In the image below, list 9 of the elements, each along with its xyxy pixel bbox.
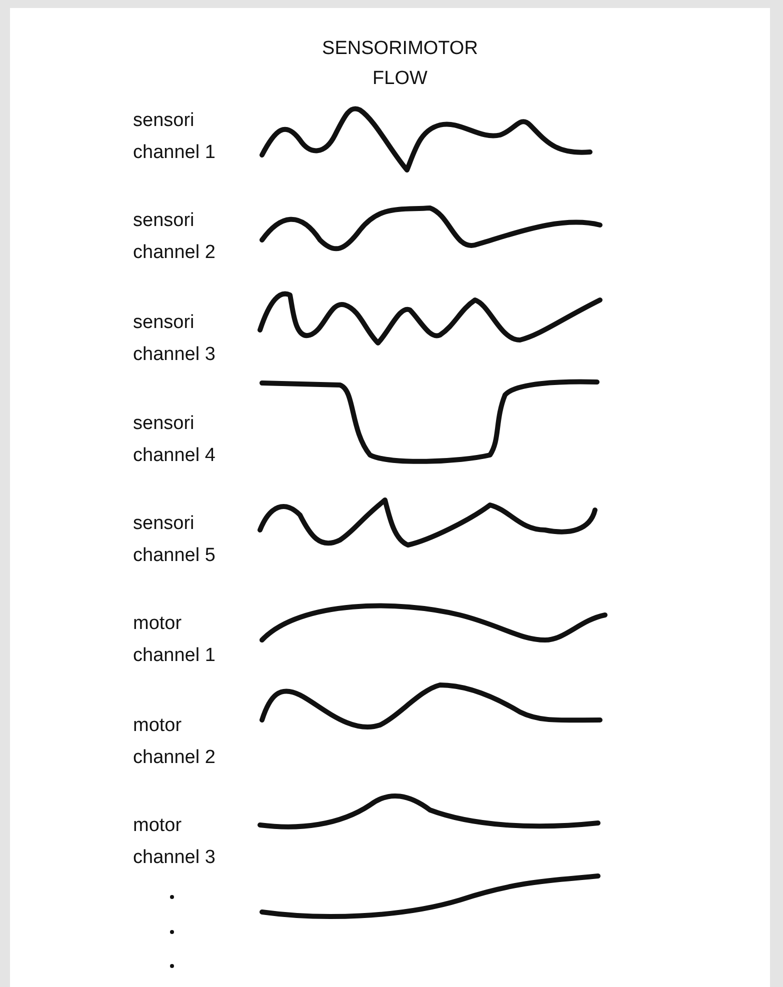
- channel-label: sensori channel 2: [133, 209, 216, 265]
- diagram-title: SENSORIMOTOR FLOW: [321, 37, 479, 91]
- channel-label: motor channel 3: [133, 814, 216, 870]
- channel-label: motor channel 2: [133, 714, 216, 770]
- channel-label: sensori channel 5: [133, 512, 216, 568]
- channel-label: sensori channel 3: [133, 311, 216, 367]
- channel-label: motor channel 1: [133, 612, 216, 668]
- channel-label: sensori channel 4: [133, 412, 216, 468]
- channel-label: sensori channel 1: [133, 109, 216, 165]
